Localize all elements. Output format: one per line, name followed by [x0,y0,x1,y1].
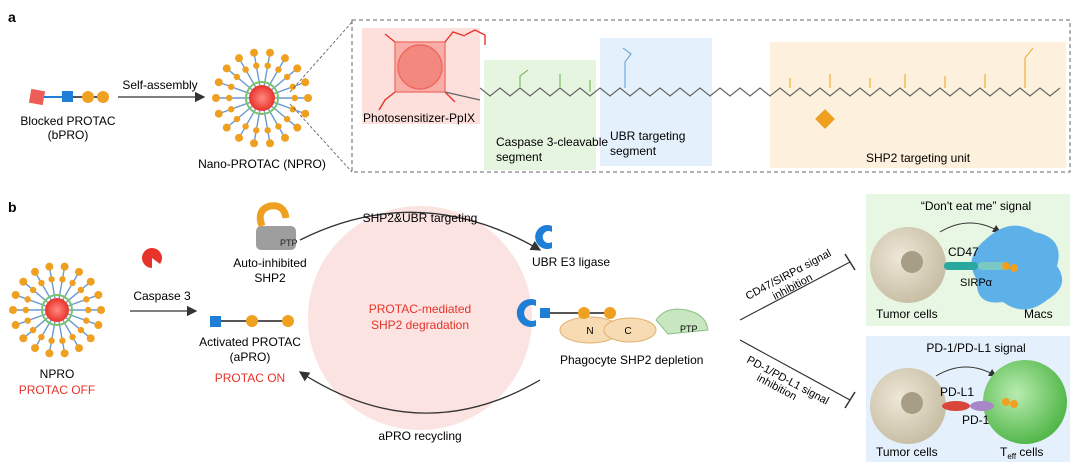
c-terminal-label: C [624,326,631,337]
photosensitizer-label: Photosensitizer-PpIX [363,111,475,125]
activated-label-1: Activated PROTAC [199,335,301,349]
auto-inhibited-label-2: SHP2 [254,271,286,285]
cd47-label: CD47 [948,245,979,259]
circle-label-1: PROTAC-mediated [369,302,471,316]
caspase3-icon [141,248,162,268]
activated-protac-molecule [210,315,294,327]
tumor-cells-label-1: Tumor cells [876,307,938,321]
npro-label: NPRO [40,367,75,381]
peptide-backbone [479,87,1061,97]
ubr-ligase-label: UBR E3 ligase [532,255,610,269]
pdl1-label: PD-L1 [940,385,974,399]
ptp-label-2: PTP [680,324,698,334]
pd-signal-title: PD-1/PD-L1 signal [926,341,1025,355]
macs-label: Macs [1024,307,1053,321]
caspase-seg-label-1: Caspase 3-cleavable [496,135,608,149]
n-terminal-label: N [586,326,593,337]
panel-b-label: b [8,199,17,215]
nano-protac-particle [212,48,312,148]
nano-protac-label: Nano-PROTAC (NPRO) [198,157,326,171]
dont-eat-label: “Don't eat me” signal [921,199,1031,213]
ptp-label-1: PTP [280,238,298,248]
degradation-circle [308,206,532,430]
npro-particle-b [9,262,105,358]
auto-inhibited-label-1: Auto-inhibited [233,256,306,270]
caspase-seg-label-2: segment [496,150,543,164]
protac-off-label: PROTAC OFF [19,383,95,397]
ubr-seg-label-2: segment [610,144,657,158]
caspase3-label: Caspase 3 [133,289,191,303]
cd47-inhibition-line [739,261,851,321]
panel-a-label: a [8,9,16,25]
self-assembly-label: Self-assembly [122,78,197,92]
circle-label-2: SHP2 degradation [371,318,469,332]
blocked-label-1: Blocked PROTAC [20,114,115,128]
pd1-inhibition-line [739,339,851,401]
auto-inhibited-shp2-icon: PTP [256,202,298,250]
blocked-label-2: (bPRO) [48,128,89,142]
ppix-structure [378,29,486,111]
targeting-arrow [299,211,542,251]
recycling-arrow [298,371,541,414]
depletion-label: Phagocyte SHP2 depletion [560,353,703,367]
ubr-seg-label-1: UBR targeting [610,129,685,143]
shp2-unit-label: SHP2 targeting unit [866,151,971,165]
activated-label-2: (aPRO) [230,350,271,364]
teff-label: Teff cells [1000,445,1043,461]
ubr-ligase-icon [535,225,552,249]
zoom-box [351,19,1071,173]
sirpa-label: SIRPα [960,277,993,289]
protac-on-label: PROTAC ON [215,371,285,385]
tumor-cells-label-2: Tumor cells [876,445,938,459]
pd1-label: PD-1 [962,413,990,427]
recycling-label: aPRO recycling [378,429,461,443]
blocked-protac-molecule [28,88,109,106]
ternary-complex: PTP N C [516,299,709,344]
t-cell [983,360,1067,444]
targeting-label: SHP2&UBR targeting [363,211,478,225]
